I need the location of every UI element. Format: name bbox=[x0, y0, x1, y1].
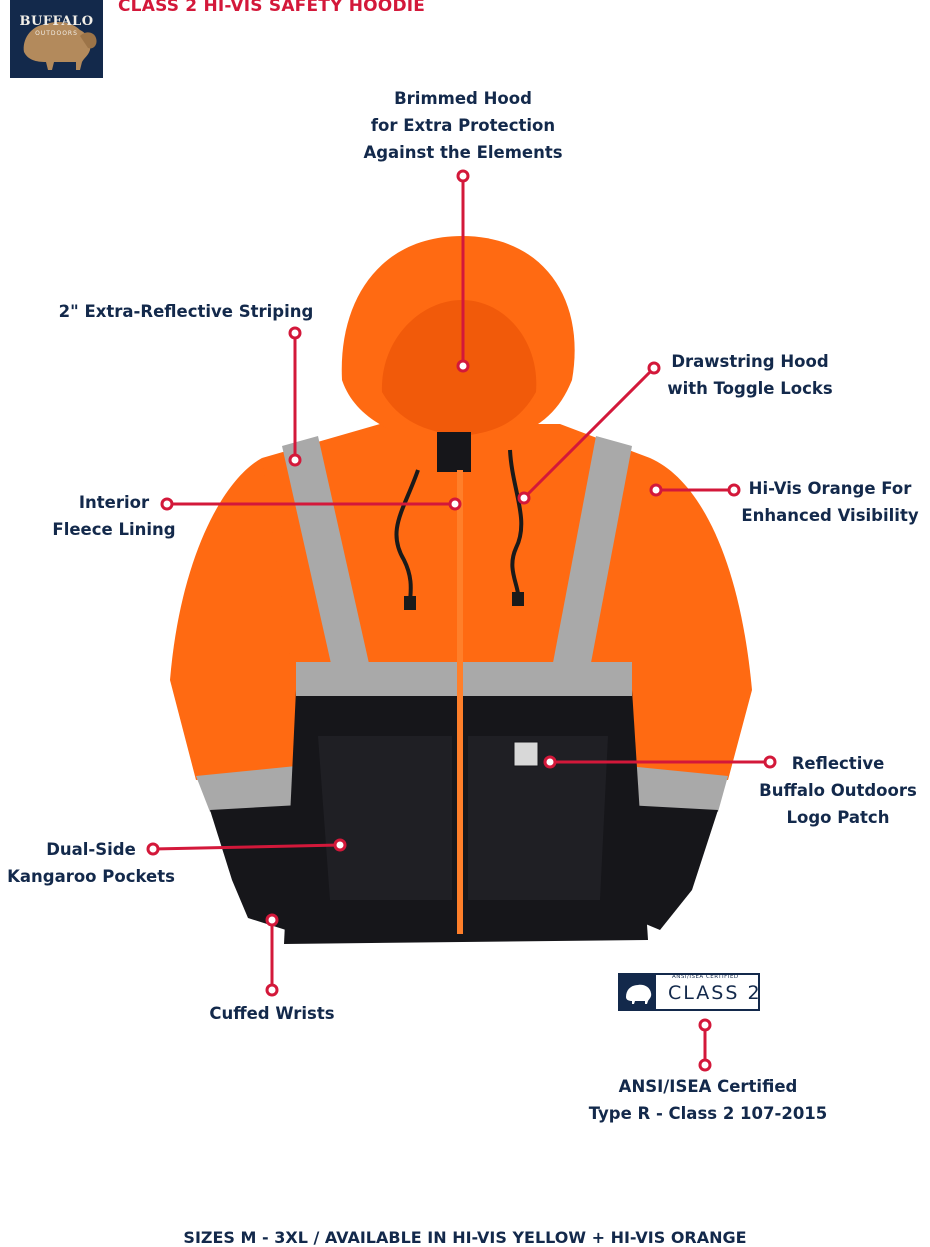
logo-patch bbox=[513, 741, 539, 767]
callout-line: Logo Patch bbox=[786, 808, 890, 827]
callout-hivis-orange: Hi-Vis Orange For Enhanced Visibility bbox=[736, 475, 924, 529]
callout-line: Fleece Lining bbox=[52, 520, 176, 539]
left-pocket bbox=[318, 736, 452, 900]
callout-line: Type R - Class 2 107-2015 bbox=[588, 1104, 828, 1123]
callout-line: Hi-Vis Orange For bbox=[748, 479, 912, 498]
callout-drawstring-hood: Drawstring Hood with Toggle Locks bbox=[652, 348, 848, 402]
callout-line: for Extra Protection bbox=[370, 116, 556, 135]
callout-brimmed-hood: Brimmed Hood for Extra Protection Agains… bbox=[330, 85, 596, 166]
buffalo-icon bbox=[620, 975, 656, 1009]
class2-badge: ANSI/ISEA CERTIFIED CLASS 2 bbox=[618, 973, 760, 1011]
callout-line: ANSI/ISEA Certified bbox=[618, 1077, 798, 1096]
callout-line: Against the Elements bbox=[363, 143, 563, 162]
footer-sizes-text: SIZES M - 3XL / AVAILABLE IN HI-VIS YELL… bbox=[183, 1228, 747, 1247]
callout-lines bbox=[146, 169, 777, 1072]
callout-line: Kangaroo Pockets bbox=[7, 867, 175, 886]
reflective-stripes bbox=[282, 436, 632, 696]
badge-class-text: CLASS 2 bbox=[668, 982, 762, 1004]
drawstrings bbox=[394, 449, 524, 605]
callout-reflective-striping: 2" Extra-Reflective Striping bbox=[46, 298, 326, 325]
callout-line: 2" Extra-Reflective Striping bbox=[58, 302, 314, 321]
callout-line: Buffalo Outdoors bbox=[759, 781, 917, 800]
callout-cuffed-wrists: Cuffed Wrists bbox=[190, 1000, 354, 1027]
brand-logo: BUFFALO OUTDOORS bbox=[10, 0, 103, 78]
callout-line: Drawstring Hood bbox=[671, 352, 829, 371]
page-title: CLASS 2 HI-VIS SAFETY HOODIE bbox=[118, 0, 426, 16]
callout-fleece-lining: Interior Fleece Lining bbox=[44, 489, 184, 543]
callout-ansi-certified: ANSI/ISEA Certified Type R - Class 2 107… bbox=[574, 1073, 842, 1127]
callout-logo-patch: Reflective Buffalo Outdoors Logo Patch bbox=[752, 750, 924, 831]
callout-line: with Toggle Locks bbox=[667, 379, 833, 398]
buffalo-icon bbox=[23, 22, 97, 70]
logo-text: BUFFALO bbox=[19, 14, 94, 29]
callout-line: Interior bbox=[78, 493, 150, 512]
logo-subtext: OUTDOORS bbox=[35, 30, 78, 37]
callout-line: Reflective bbox=[791, 754, 885, 773]
callout-line: Enhanced Visibility bbox=[741, 506, 919, 525]
callout-kangaroo-pockets: Dual-Side Kangaroo Pockets bbox=[2, 836, 180, 890]
right-pocket bbox=[468, 736, 608, 900]
callout-line: Dual-Side bbox=[46, 840, 136, 859]
neck-label bbox=[437, 432, 471, 472]
callout-line: Brimmed Hood bbox=[394, 89, 532, 108]
badge-top-text: ANSI/ISEA CERTIFIED bbox=[672, 974, 739, 980]
callout-line: Cuffed Wrists bbox=[209, 1004, 335, 1023]
